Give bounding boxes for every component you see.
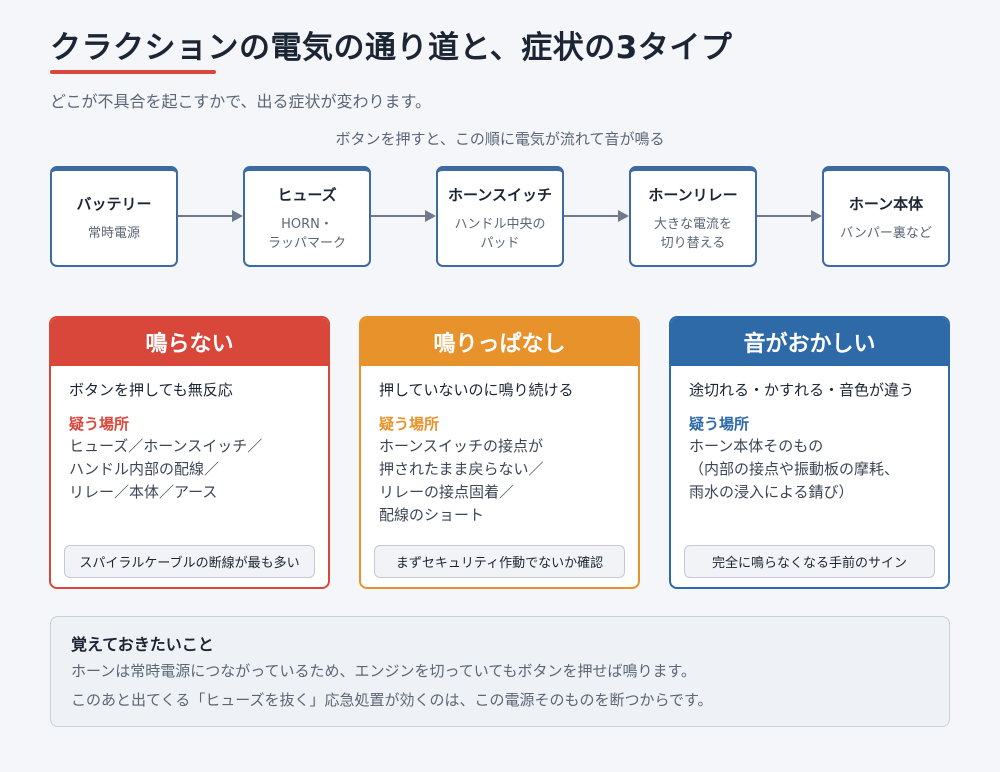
card-suspect-label: 疑う場所 <box>379 415 440 433</box>
card-header: 音がおかしい <box>671 318 948 366</box>
flow-step-horn-relay: ホーンリレー 大きな電流を 切り替える <box>629 166 757 267</box>
flow-step-name: ホーン本体 <box>848 195 924 213</box>
title-underline <box>50 70 216 74</box>
card-tip-chip: 完全に鳴らなくなる手前のサイン <box>684 545 935 578</box>
flow-step-horn-body: ホーン本体 バンパー裏など <box>822 166 950 267</box>
flow-step-name: バッテリー <box>76 195 152 213</box>
card-tip-chip: まずセキュリティ作動でないか確認 <box>374 545 625 578</box>
card-suspect-body: ヒューズ／ホーンスイッチ／ ハンドル内部の配線／ リレー／本体／アース <box>69 437 263 501</box>
flow-arrow <box>757 210 822 222</box>
flow-step-battery: バッテリー 常時電源 <box>50 166 178 267</box>
flow-step-name: ホーンリレー <box>648 185 738 204</box>
flow-step-desc: 大きな電流を 切り替える <box>653 216 732 251</box>
card-lead: 途切れる・かすれる・音色が違う <box>689 381 915 399</box>
card-header: 鳴らない <box>51 318 328 366</box>
flow-step-fuse: ヒューズ HORN・ ラッパマーク <box>243 166 371 267</box>
card-lead: 押していないのに鳴り続ける <box>379 381 574 399</box>
page-subtitle: どこが不具合を起こすかで、出る症状が変わります。 <box>50 92 431 111</box>
symptom-card-continuous: 鳴りっぱなし 押していないのに鳴り続ける 疑う場所 ホーンスイッチの接点が 押さ… <box>359 316 640 589</box>
card-header: 鳴りっぱなし <box>361 318 638 366</box>
flow-arrow <box>178 210 243 222</box>
card-lead: ボタンを押しても無反応 <box>69 381 233 399</box>
page-title: クラクションの電気の通り道と、症状の3タイプ <box>50 30 733 66</box>
flow-step-desc: ハンドル中央の パッド <box>454 216 546 251</box>
flow-step-desc: バンパー裏など <box>840 226 932 241</box>
flow-step-name: ヒューズ <box>277 185 337 204</box>
flow-step-desc: 常時電源 <box>87 226 140 241</box>
card-suspect-label: 疑う場所 <box>689 415 750 433</box>
symptom-card-odd-sound: 音がおかしい 途切れる・かすれる・音色が違う 疑う場所 ホーン本体そのもの （内… <box>669 316 950 589</box>
card-tip-chip: スパイラルケーブルの断線が最も多い <box>64 545 315 578</box>
flow-arrow <box>564 210 629 222</box>
flow-step-desc: HORN・ ラッパマーク <box>267 216 346 251</box>
note-box: 覚えておきたいこと ホーンは常時電源につながっているため、エンジンを切っていても… <box>50 616 950 727</box>
note-title: 覚えておきたいこと <box>71 635 214 654</box>
flow-step-name: ホーンスイッチ <box>448 185 552 204</box>
note-line-2: このあと出てくる「ヒューズを抜く」応急処置が効くのは、この電源そのものを断つから… <box>71 691 713 709</box>
card-suspect-body: ホーンスイッチの接点が 押されたまま戻らない／ リレーの接点固着／ 配線のショー… <box>379 437 544 524</box>
card-suspect-body: ホーン本体そのもの （内部の接点や振動板の摩耗、 雨水の浸入による錆び） <box>689 437 900 501</box>
symptom-card-no-sound: 鳴らない ボタンを押しても無反応 疑う場所 ヒューズ／ホーンスイッチ／ ハンドル… <box>49 316 330 589</box>
flow-step-horn-switch: ホーンスイッチ ハンドル中央の パッド <box>436 166 564 267</box>
flow-arrow <box>371 210 436 222</box>
flow-caption: ボタンを押すと、この順に電気が流れて音が鳴る <box>335 130 665 148</box>
card-suspect-label: 疑う場所 <box>69 415 130 433</box>
note-line-1: ホーンは常時電源につながっているため、エンジンを切っていてもボタンを押せば鳴りま… <box>71 662 697 680</box>
